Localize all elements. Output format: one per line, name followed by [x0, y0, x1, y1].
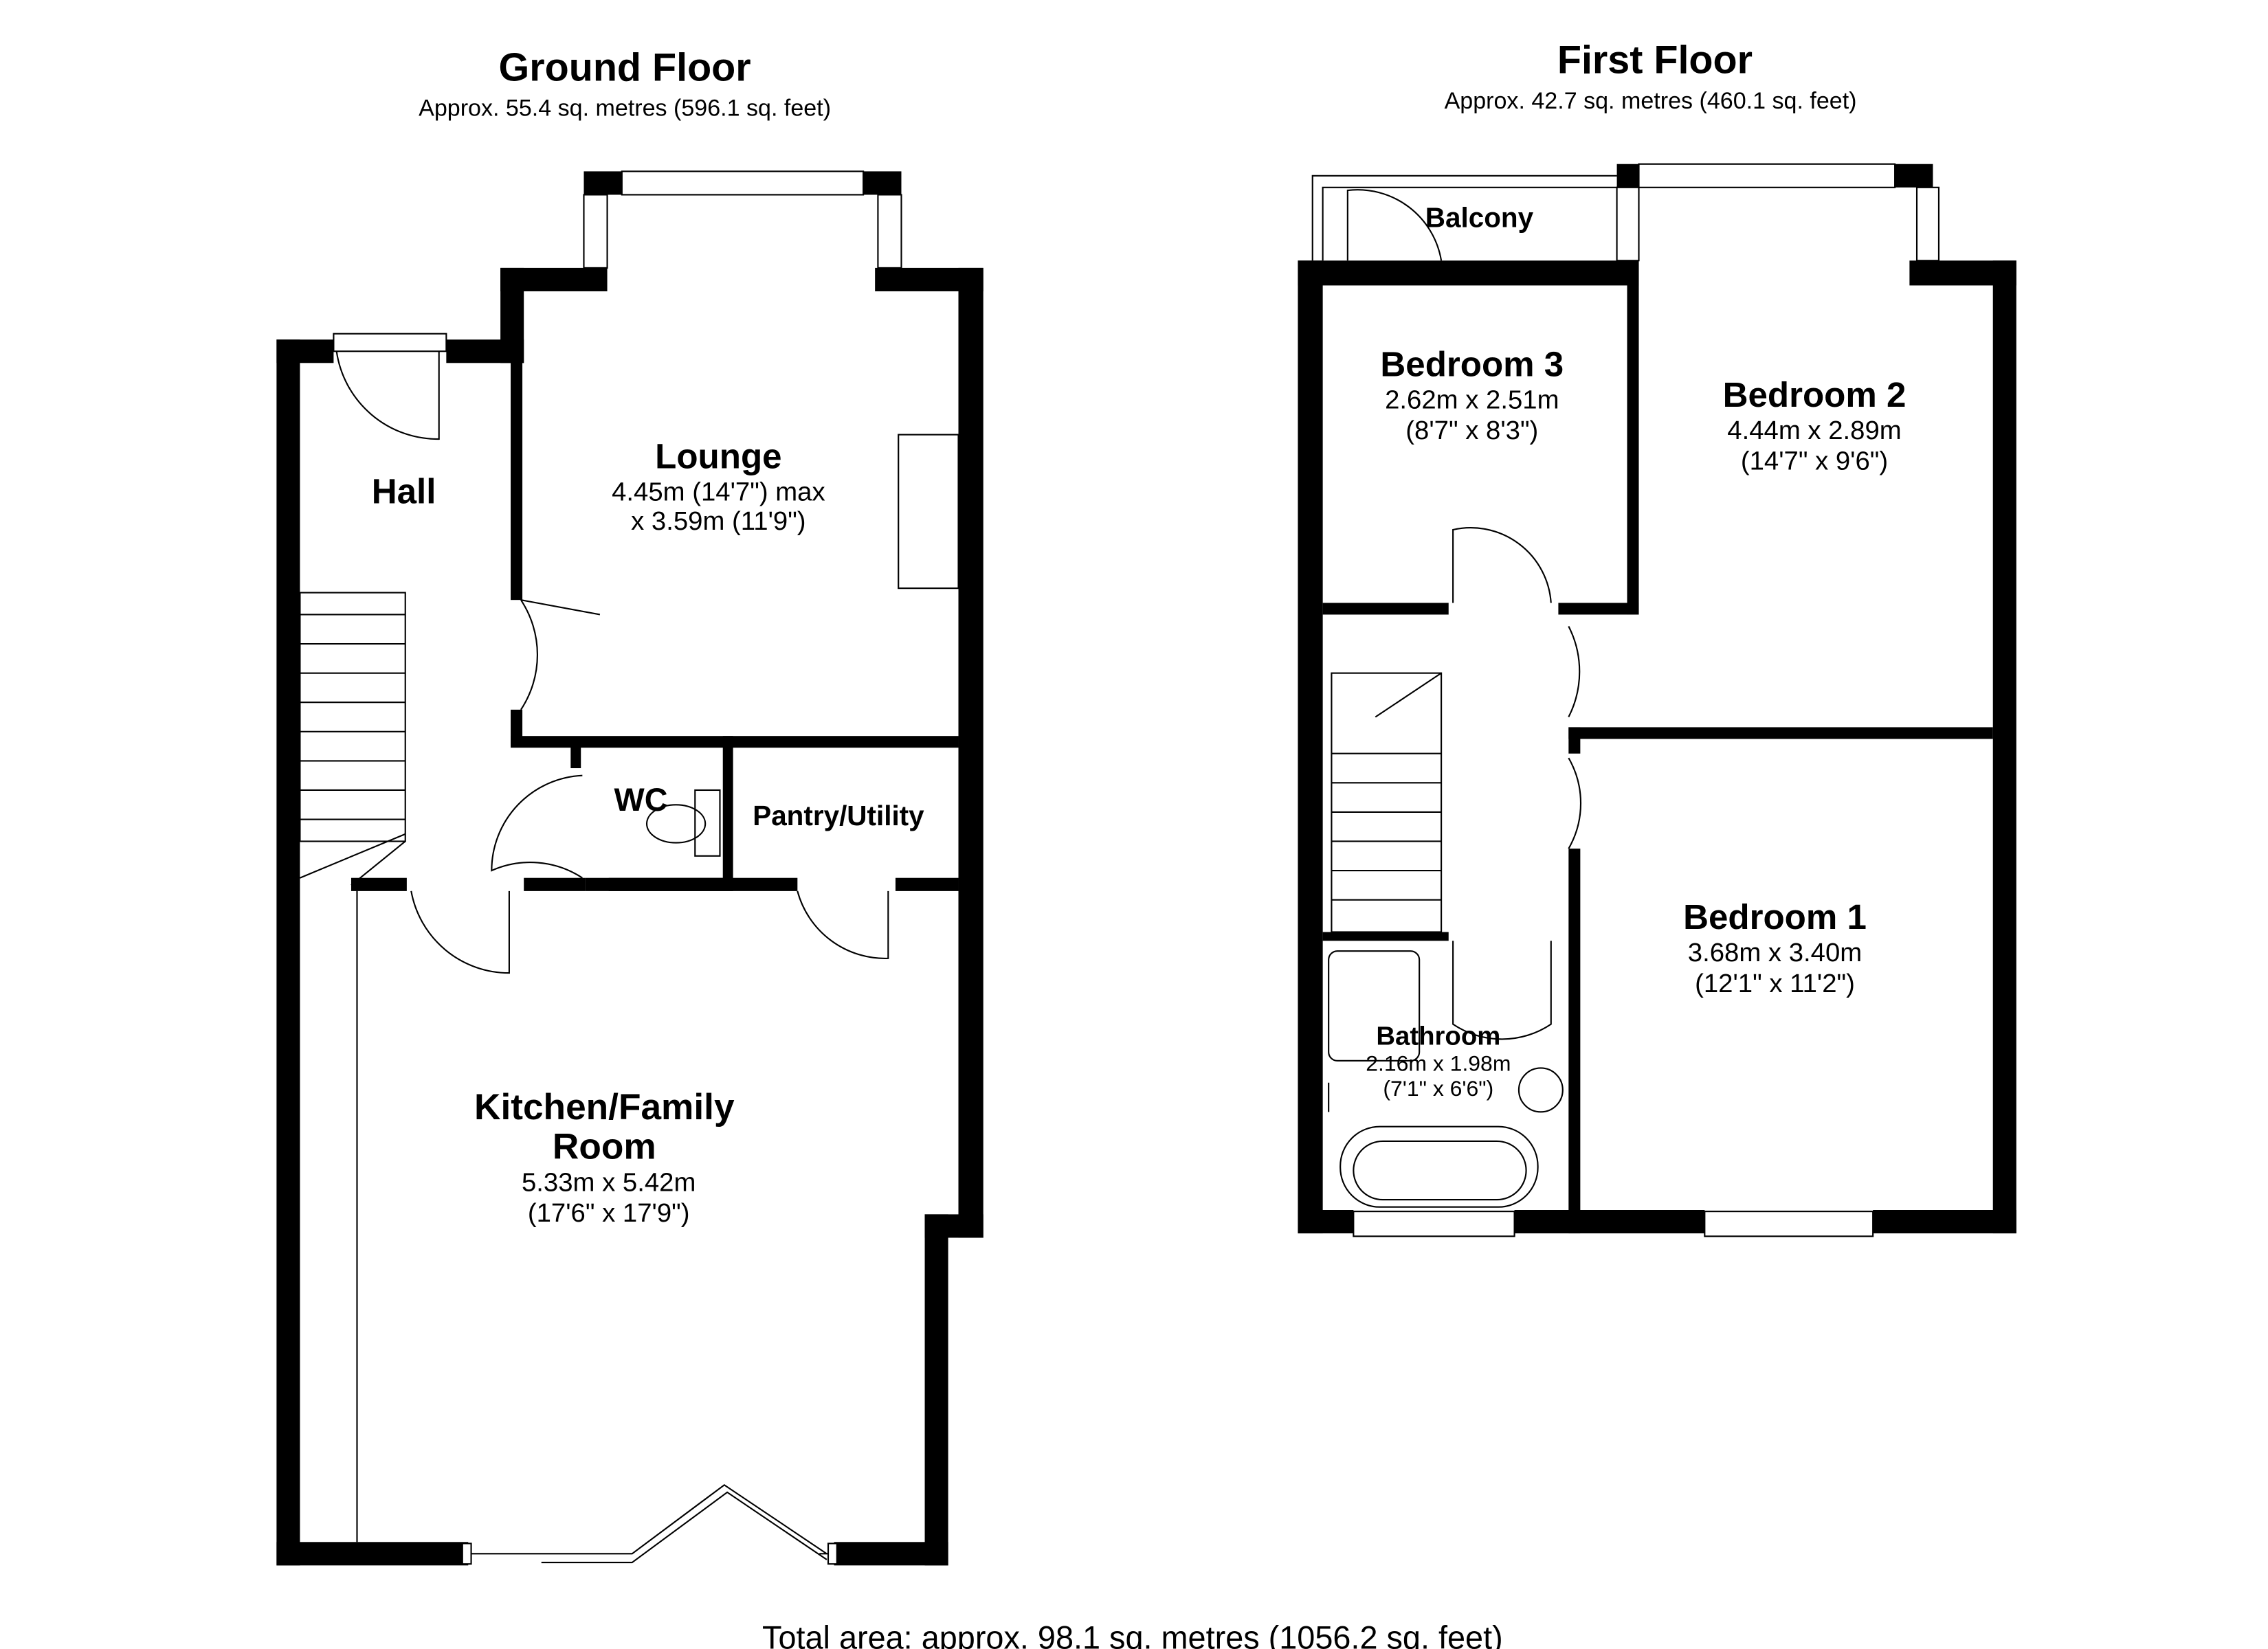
room-label-bedroom3: Bedroom 3 — [1380, 344, 1564, 383]
ground-floor-title: Ground Floor — [499, 45, 751, 89]
bedroom2-dim-imperial: (14'7" x 9'6") — [1741, 447, 1888, 476]
lounge-dim-2: x 3.59m (11'9") — [631, 506, 805, 536]
room-label-wc: WC — [614, 782, 668, 818]
room-label-balcony: Balcony — [1425, 201, 1534, 233]
ground-floor-walls — [276, 171, 983, 1566]
bedroom3-dim-metric: 2.62m x 2.51m — [1385, 385, 1559, 414]
total-area: Total area: approx. 98.1 sq. metres (105… — [762, 1620, 1503, 1649]
first-floor-area: Approx. 42.7 sq. metres (460.1 sq. feet) — [1445, 88, 1857, 114]
first-floor-walls — [1298, 164, 2016, 1234]
bathroom-dim-imperial: (7'1" x 6'6") — [1383, 1076, 1493, 1101]
bedroom1-dim-imperial: (12'1" x 11'2") — [1695, 969, 1855, 998]
first-floor-title: First Floor — [1557, 38, 1753, 82]
room-label-lounge: Lounge — [655, 437, 781, 476]
kitchen-dim-metric: 5.33m x 5.42m — [522, 1167, 696, 1197]
first-floor-fixtures — [1311, 163, 1940, 1237]
room-label-bedroom1: Bedroom 1 — [1683, 897, 1867, 936]
room-label-bedroom2: Bedroom 2 — [1723, 375, 1906, 414]
bedroom2-dim-metric: 4.44m x 2.89m — [1727, 416, 1901, 445]
bedroom3-dim-imperial: (8'7" x 8'3") — [1405, 416, 1538, 445]
ground-floor-fixtures — [299, 170, 959, 1565]
ground-floor-area: Approx. 55.4 sq. metres (596.1 sq. feet) — [419, 95, 831, 121]
room-label-pantry: Pantry/Utility — [753, 800, 924, 831]
room-label-bathroom: Bathroom — [1376, 1021, 1500, 1051]
lounge-dim-1: 4.45m (14'7") max — [612, 477, 825, 506]
bedroom1-dim-metric: 3.68m x 3.40m — [1688, 938, 1862, 967]
bathroom-dim-metric: 2.16m x 1.98m — [1366, 1051, 1511, 1076]
room-label-kitchen-2: Room — [553, 1126, 656, 1167]
kitchen-dim-imperial: (17'6" x 17'9") — [528, 1198, 690, 1228]
room-label-hall: Hall — [372, 472, 436, 511]
room-label-kitchen-1: Kitchen/Family — [474, 1087, 735, 1128]
